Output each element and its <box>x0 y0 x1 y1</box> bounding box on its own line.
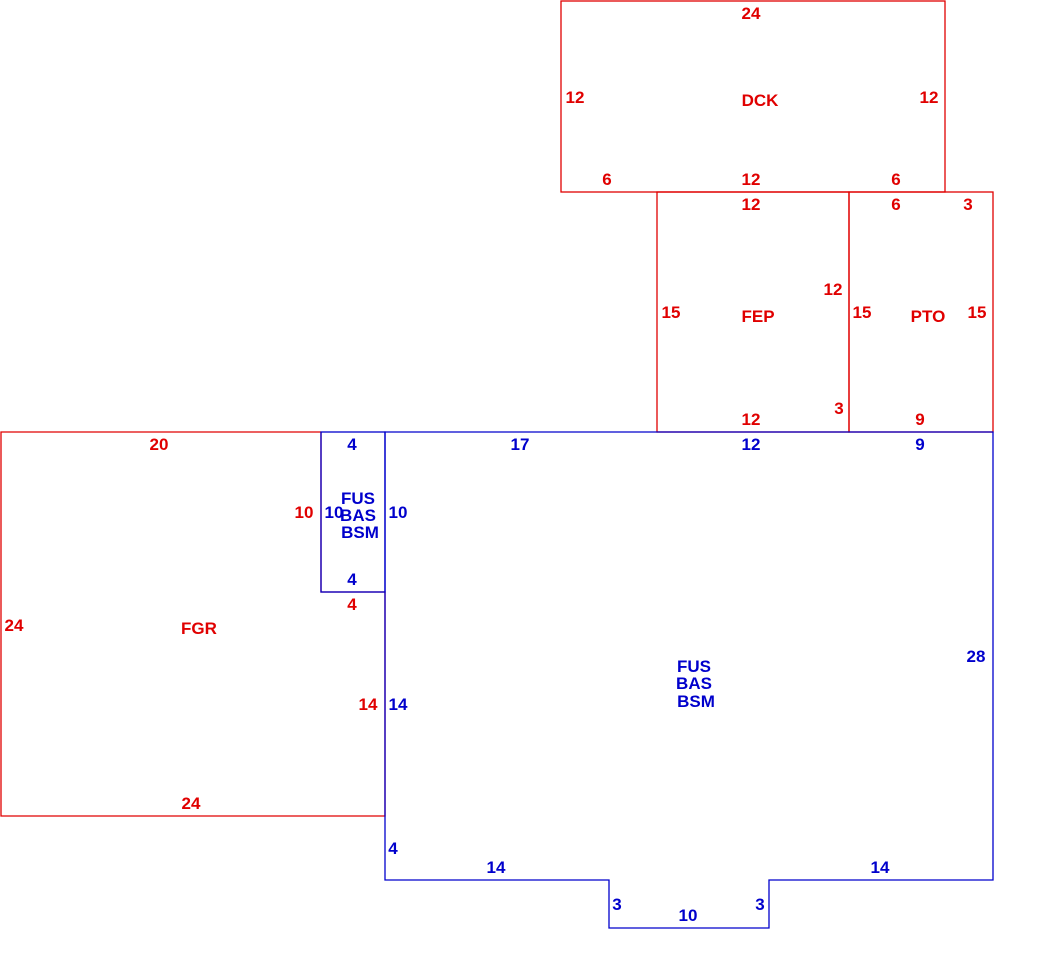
small-dim-right: 10 <box>389 503 408 522</box>
dck-dim-left: 12 <box>566 88 585 107</box>
main-label-bsm: BSM <box>677 692 715 711</box>
fgr-dim-right-lower: 14 <box>359 695 378 714</box>
dck-dim-right: 12 <box>920 88 939 107</box>
dck-dim-top: 24 <box>742 4 761 23</box>
main-dim-bottom-right: 14 <box>871 858 890 877</box>
main-dim-top-1: 17 <box>511 435 530 454</box>
small-label-bas: BAS <box>340 506 376 525</box>
fgr-dim-bottom: 24 <box>182 794 201 813</box>
main-label-bas: BAS <box>676 674 712 693</box>
fep-dim-right-lower: 3 <box>834 399 843 418</box>
small-dim-bottom: 4 <box>347 570 357 589</box>
main-dim-bay-right: 3 <box>755 895 764 914</box>
small-dim-left: 10 <box>325 503 344 522</box>
main-dim-right: 28 <box>967 647 986 666</box>
dck-dim-bottom-left: 6 <box>602 170 611 189</box>
fgr-label: FGR <box>181 619 217 638</box>
fep-dim-left: 15 <box>662 303 681 322</box>
small-label-fus: FUS <box>341 489 375 508</box>
small-label-bsm: BSM <box>341 523 379 542</box>
main-label-fus: FUS <box>677 657 711 676</box>
dck-label: DCK <box>742 91 780 110</box>
pto-label: PTO <box>911 307 946 326</box>
pto-dim-bottom: 9 <box>915 410 924 429</box>
pto-dim-right: 15 <box>968 303 987 322</box>
fep-dim-right-upper: 12 <box>824 280 843 299</box>
main-dim-bay-left: 3 <box>612 895 621 914</box>
fgr-dim-left: 24 <box>5 616 24 635</box>
fgr-dim-top: 20 <box>150 435 169 454</box>
pto-dim-top-right: 3 <box>963 195 972 214</box>
main-dim-bottom-left: 14 <box>487 858 506 877</box>
main-dim-bay-bottom: 10 <box>679 906 698 925</box>
dck-dim-bottom-right: 6 <box>891 170 900 189</box>
fep-dim-top: 12 <box>742 195 761 214</box>
small-dim-top: 4 <box>347 435 357 454</box>
main-dim-left-lower: 4 <box>388 839 398 858</box>
fgr-dim-right-upper: 10 <box>295 503 314 522</box>
main-dim-top-3: 9 <box>915 435 924 454</box>
fgr-dim-notch-bottom: 4 <box>347 595 357 614</box>
main-dim-left-upper: 14 <box>389 695 408 714</box>
main-dim-top-2: 12 <box>742 435 761 454</box>
pto-dim-top-left: 6 <box>891 195 900 214</box>
pto-dim-left: 15 <box>853 303 872 322</box>
main-living-outline <box>384 431 994 929</box>
fep-label: FEP <box>741 307 774 326</box>
fep-dim-bottom: 12 <box>742 410 761 429</box>
dck-dim-bottom-mid: 12 <box>742 170 761 189</box>
